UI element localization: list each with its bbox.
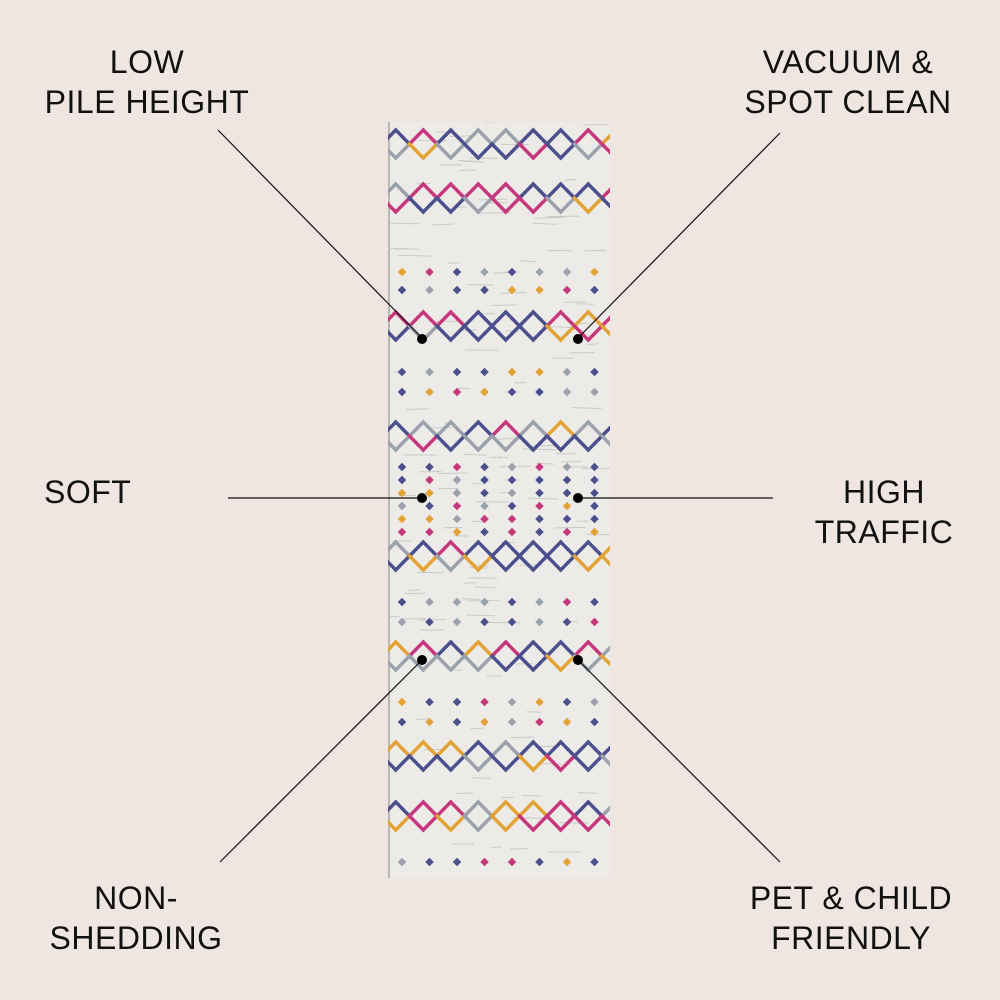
callout-dot [417,493,427,503]
feature-label-line: HIGH [843,474,925,510]
feature-high-traffic: HIGH TRAFFIC [806,472,962,552]
feature-label-line: LOW [109,44,185,80]
callout-line-non-shedding [219,659,423,863]
callout-line-vacuum [577,132,781,339]
callout-dot [573,334,583,344]
feature-pet-child-friendly: PET & CHILD FRIENDLY [744,878,958,958]
feature-vacuum-spot-clean: VACUUM & SPOT CLEAN [738,42,958,122]
callout-dot [417,655,427,665]
feature-label-line: SHEDDING [49,920,223,956]
callout-line-pet-child [577,659,781,863]
feature-non-shedding: NON- SHEDDING [44,878,228,958]
feature-label-line: PET & CHILD [749,880,953,916]
feature-label-line: PILE HEIGHT [44,84,250,120]
callout-dot [417,334,427,344]
feature-soft: SOFT [44,472,131,512]
callout-dot [573,655,583,665]
feature-label-line: TRAFFIC [814,514,954,550]
callout-line-low-pile [217,129,423,339]
feature-label-line: FRIENDLY [771,920,931,956]
feature-label-line: NON- [94,880,178,916]
runner-rug-image [388,122,610,878]
feature-label-line: SPOT CLEAN [744,84,952,120]
feature-low-pile-height: LOW PILE HEIGHT [40,42,254,122]
feature-label-line: SOFT [44,474,132,510]
callout-dot [573,493,583,503]
feature-label-line: VACUUM & [762,44,934,80]
